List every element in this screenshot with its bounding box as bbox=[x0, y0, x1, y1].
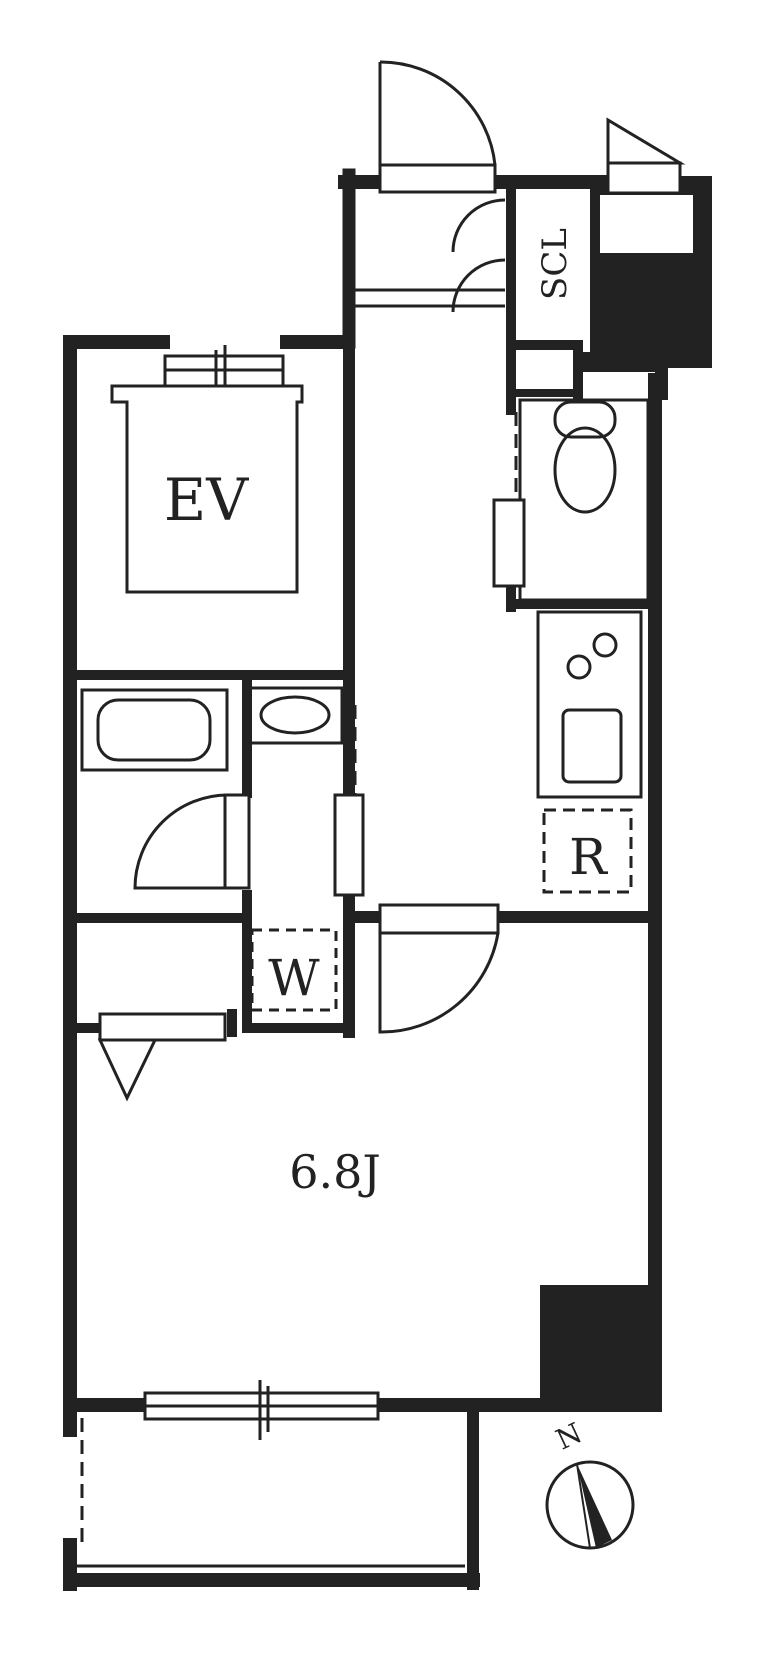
refrigerator-space bbox=[542, 808, 633, 894]
entrance-step bbox=[355, 288, 505, 308]
structural-columns bbox=[540, 176, 712, 1411]
balcony-window bbox=[143, 1380, 380, 1440]
compass-icon bbox=[545, 1460, 635, 1550]
service-door bbox=[606, 117, 686, 195]
washer-label: W bbox=[268, 949, 320, 1007]
refrigerator-label: R bbox=[569, 828, 608, 886]
balcony bbox=[75, 1418, 465, 1568]
column-notch bbox=[600, 195, 693, 253]
kitchen-counter bbox=[536, 610, 643, 799]
shoe-closet-doors bbox=[451, 198, 506, 313]
elevator-label: EV bbox=[164, 466, 249, 534]
elevator bbox=[110, 345, 304, 594]
bathroom bbox=[80, 688, 251, 890]
washroom-door bbox=[97, 1012, 227, 1102]
toilet-room bbox=[492, 398, 650, 602]
entrance-door bbox=[378, 60, 497, 194]
walls bbox=[63, 168, 662, 1591]
room-door bbox=[378, 903, 500, 1034]
room-size-label: 6.8J bbox=[289, 1145, 381, 1199]
shoe-closet-label: SCL bbox=[535, 228, 575, 300]
washroom bbox=[248, 686, 365, 1012]
compass-north-label: N bbox=[551, 1416, 587, 1456]
